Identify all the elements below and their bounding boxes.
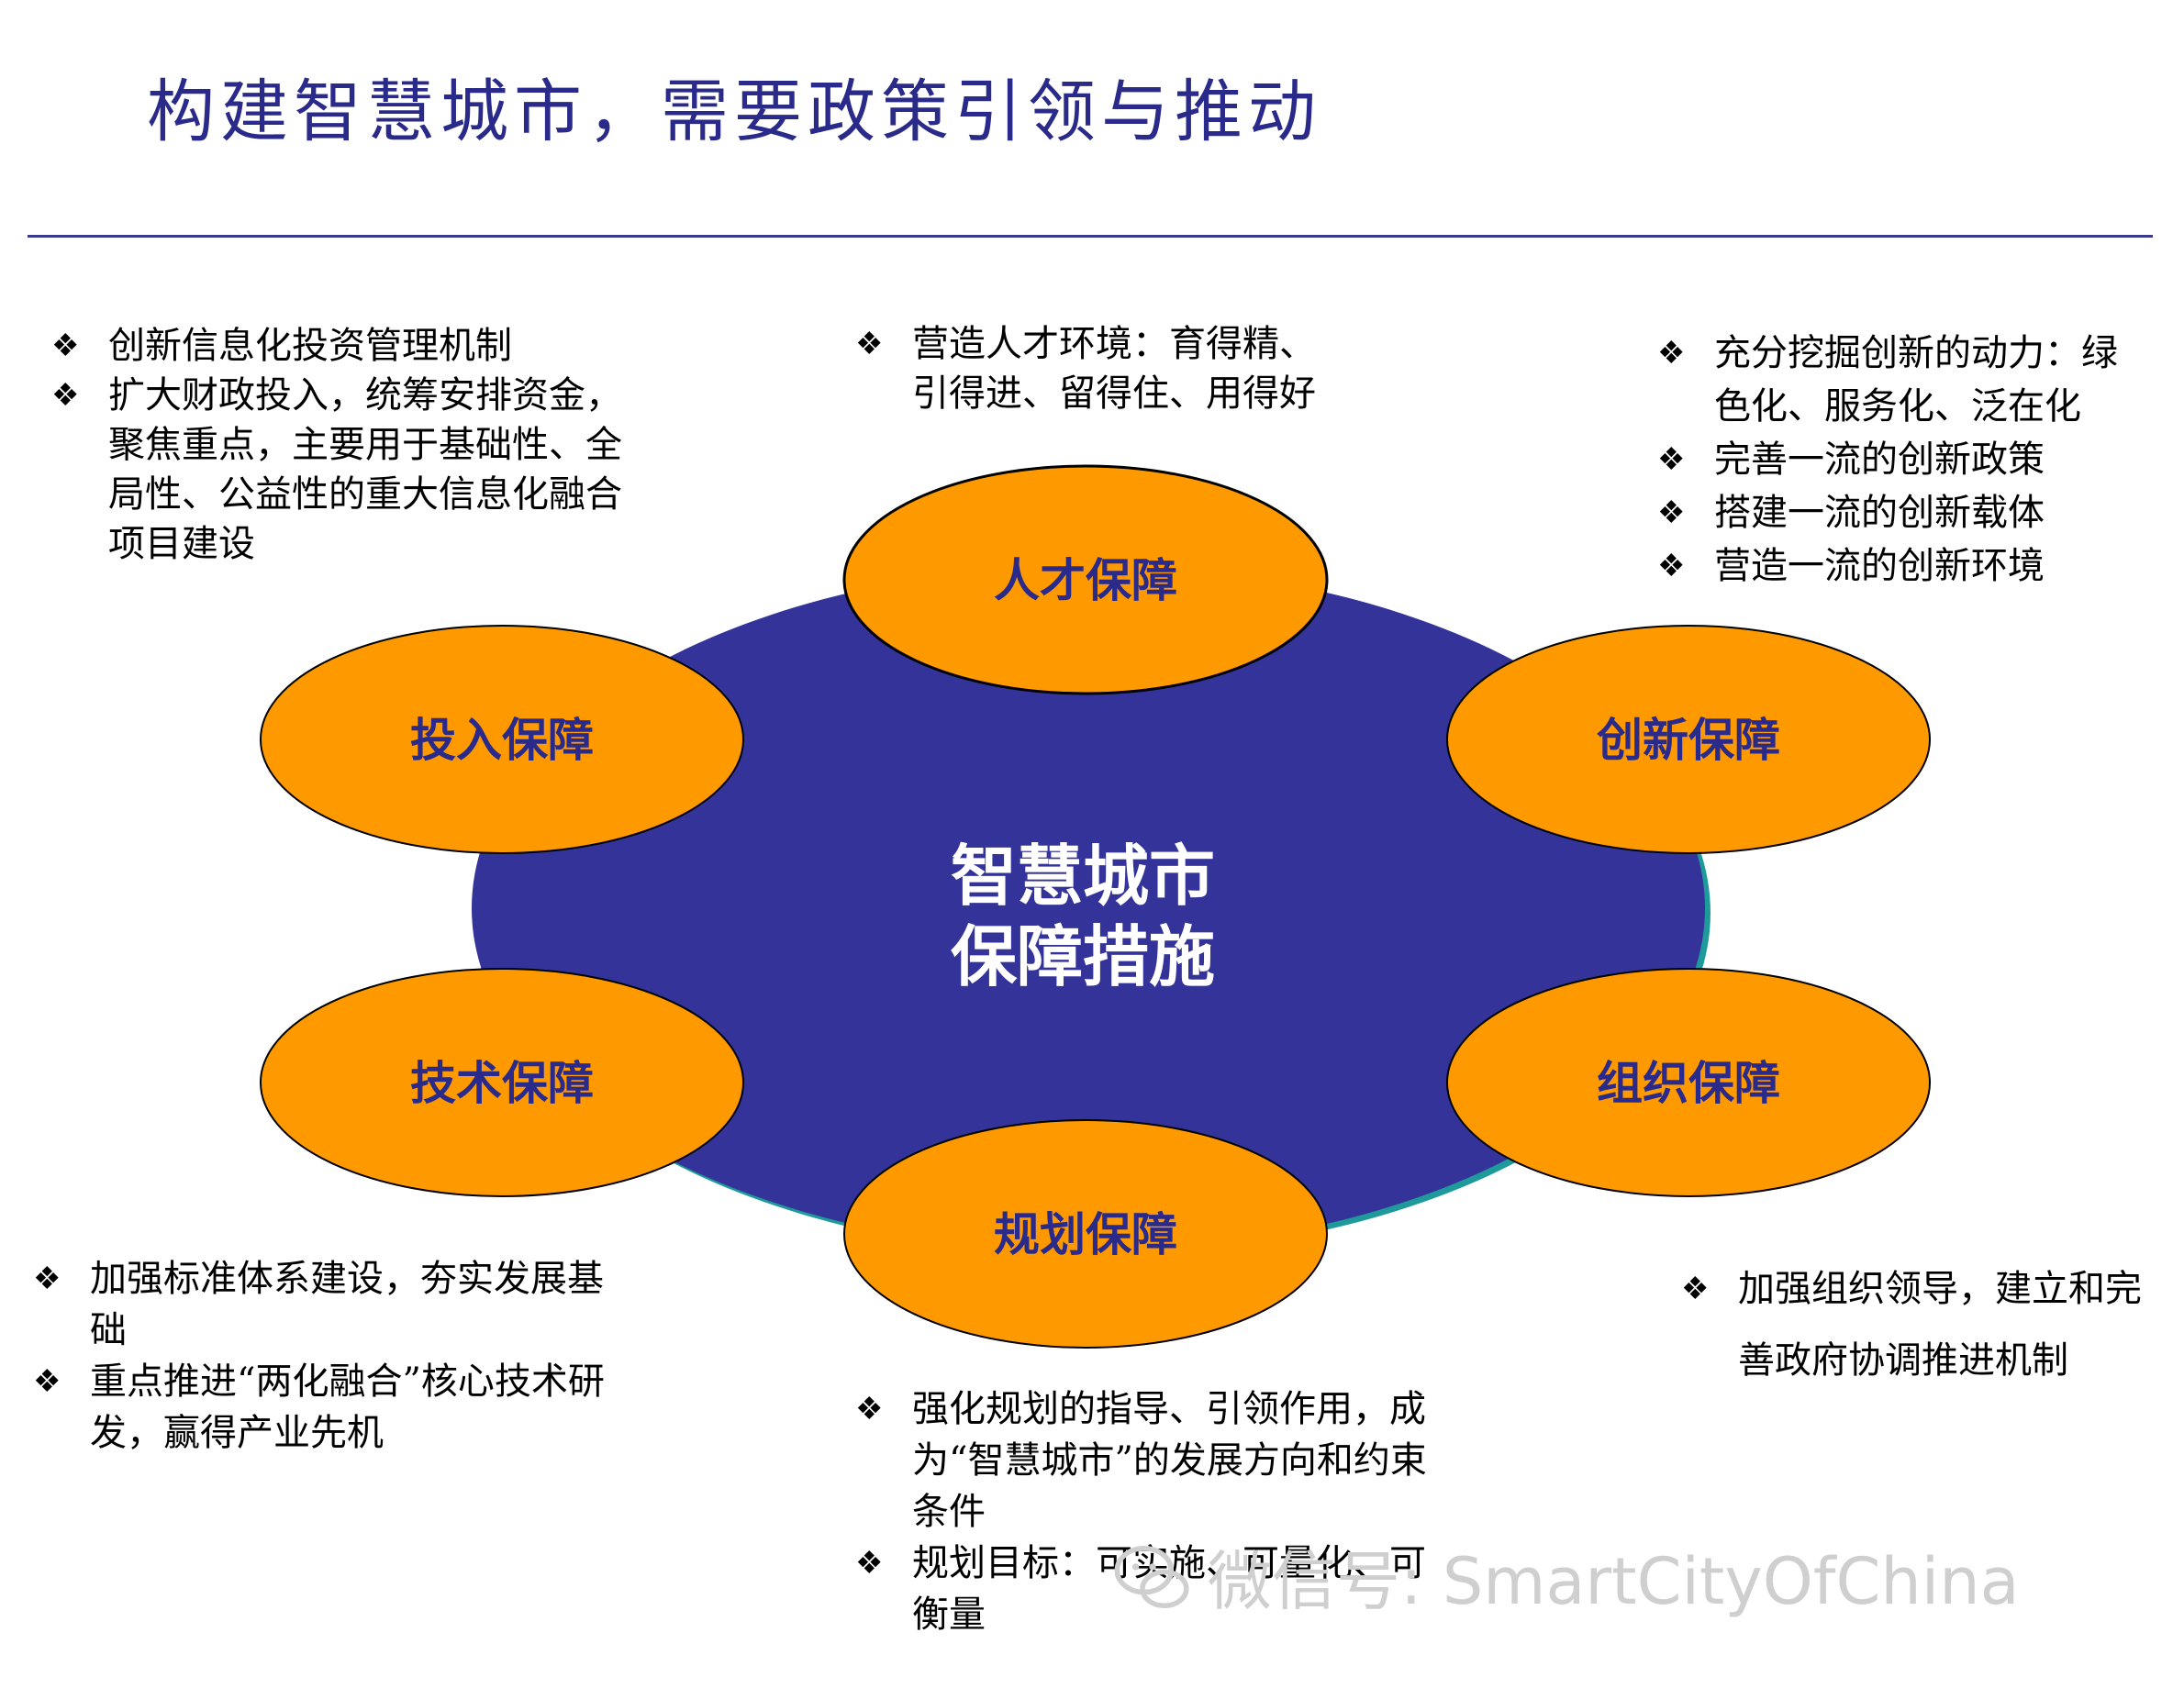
diamond-bullet-icon: ❖ bbox=[855, 326, 884, 362]
note-item: ❖创新信息化投资管理机制 bbox=[51, 321, 639, 371]
notes-technology: ❖加强标准体系建设，夯实发展基础 ❖重点推进“两化融合”核心技术研发，赢得产业先… bbox=[33, 1253, 620, 1459]
note-item: ❖重点推进“两化融合”核心技术研发，赢得产业先机 bbox=[33, 1356, 620, 1459]
note-item: ❖营造人才环境：育得精、引得进、留得住、用得好 bbox=[855, 319, 1332, 418]
center-ellipse bbox=[472, 566, 1705, 1250]
node-planning: 规划保障 bbox=[843, 1119, 1328, 1349]
note-item: ❖加强组织领导，建立和完善政府协调推进机制 bbox=[1681, 1253, 2158, 1396]
wechat-icon bbox=[1114, 1545, 1189, 1608]
diamond-bullet-icon: ❖ bbox=[1681, 1271, 1710, 1307]
node-talent: 人才保障 bbox=[842, 464, 1329, 695]
watermark-text: 微信号: SmartCityOfChina bbox=[1208, 1544, 2020, 1619]
diamond-bullet-icon: ❖ bbox=[1657, 548, 1686, 584]
node-innovation-label: 创新保障 bbox=[1597, 713, 1780, 767]
diamond-bullet-icon: ❖ bbox=[855, 1545, 884, 1582]
node-planning-label: 规划保障 bbox=[994, 1207, 1177, 1261]
diamond-bullet-icon: ❖ bbox=[33, 1363, 61, 1400]
page-title: 构建智慧城市，需要政策引领与推动 bbox=[147, 72, 1321, 151]
diamond-bullet-icon: ❖ bbox=[51, 377, 80, 414]
node-investment: 投入保障 bbox=[260, 625, 744, 854]
title-divider bbox=[28, 235, 2153, 238]
node-organization: 组织保障 bbox=[1446, 968, 1931, 1197]
note-item: ❖扩大财政投入，统筹安排资金，聚焦重点，主要用于基础性、全局性、公益性的重大信息… bbox=[51, 371, 639, 569]
notes-innovation: ❖充分挖掘创新的动力：绿色化、服务化、泛在化 ❖完善一流的创新政策 ❖搭建一流的… bbox=[1657, 327, 2153, 593]
diamond-bullet-icon: ❖ bbox=[1657, 335, 1686, 372]
note-item: ❖加强标准体系建设，夯实发展基础 bbox=[33, 1253, 620, 1356]
center-label-line1: 智慧城市 bbox=[951, 837, 1215, 915]
node-technology-label: 技术保障 bbox=[410, 1056, 594, 1110]
notes-talent: ❖营造人才环境：育得精、引得进、留得住、用得好 bbox=[855, 319, 1332, 418]
diamond-bullet-icon: ❖ bbox=[51, 328, 80, 364]
diamond-bullet-icon: ❖ bbox=[855, 1391, 884, 1427]
note-item: ❖完善一流的创新政策 bbox=[1657, 433, 2153, 486]
center-label-line2: 保障措施 bbox=[951, 917, 1215, 995]
node-innovation: 创新保障 bbox=[1446, 625, 1931, 854]
diamond-bullet-icon: ❖ bbox=[33, 1260, 61, 1297]
diamond-bullet-icon: ❖ bbox=[1657, 494, 1686, 531]
diamond-bullet-icon: ❖ bbox=[1657, 441, 1686, 478]
node-talent-label: 人才保障 bbox=[994, 553, 1177, 607]
note-item: ❖充分挖掘创新的动力：绿色化、服务化、泛在化 bbox=[1657, 327, 2153, 433]
note-item: ❖营造一流的创新环境 bbox=[1657, 539, 2153, 593]
note-item: ❖搭建一流的创新载体 bbox=[1657, 486, 2153, 539]
node-technology: 技术保障 bbox=[260, 968, 744, 1197]
notes-planning: ❖强化规划的指导、引领作用，成为“智慧城市”的发展方向和约束条件 ❖规划目标：可… bbox=[855, 1383, 1443, 1640]
node-investment-label: 投入保障 bbox=[410, 713, 594, 767]
note-item: ❖强化规划的指导、引领作用，成为“智慧城市”的发展方向和约束条件 bbox=[855, 1383, 1443, 1538]
node-organization-label: 组织保障 bbox=[1597, 1056, 1780, 1110]
notes-organization: ❖加强组织领导，建立和完善政府协调推进机制 bbox=[1681, 1253, 2158, 1396]
notes-investment: ❖创新信息化投资管理机制 ❖扩大财政投入，统筹安排资金，聚焦重点，主要用于基础性… bbox=[51, 321, 639, 569]
wechat-watermark: 微信号: SmartCityOfChina bbox=[1110, 1530, 2019, 1623]
